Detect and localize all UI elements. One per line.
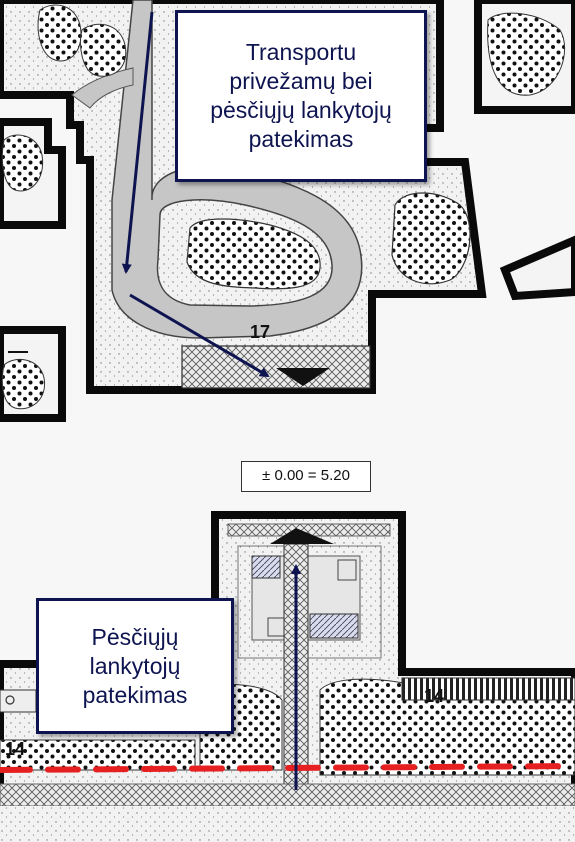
building-14-label-right: 14	[424, 686, 445, 706]
callout-line: lankytojų	[89, 652, 181, 679]
elevation-label: ± 0.00 = 5.20	[241, 461, 371, 492]
callout-line: patekimas	[82, 681, 188, 708]
building-17-label: 17	[250, 322, 271, 342]
callout-line: privežamų bei	[229, 68, 373, 94]
vehicle-route-arrow-2	[129, 293, 270, 378]
entrance-triangle-icon	[276, 368, 330, 386]
north-arrow-icon	[270, 528, 334, 544]
callout-line: patekimas	[248, 126, 354, 152]
vehicle-route-arrow-1	[121, 11, 154, 274]
callout-line: Transportu	[245, 39, 357, 65]
callout-line: Pėsčiųjų	[91, 623, 179, 650]
building-right-block	[474, 0, 575, 301]
callout-line: pėsčiųjų lankytojų	[210, 97, 392, 123]
vehicle-entry-callout: Transportu privežamų bei pėsčiųjų lankyt…	[175, 10, 427, 182]
building-14-label-left: 14	[5, 739, 26, 759]
pedestrian-entry-callout: Pėsčiųjų lankytojų patekimas	[36, 598, 234, 734]
building-left-block	[0, 118, 66, 422]
